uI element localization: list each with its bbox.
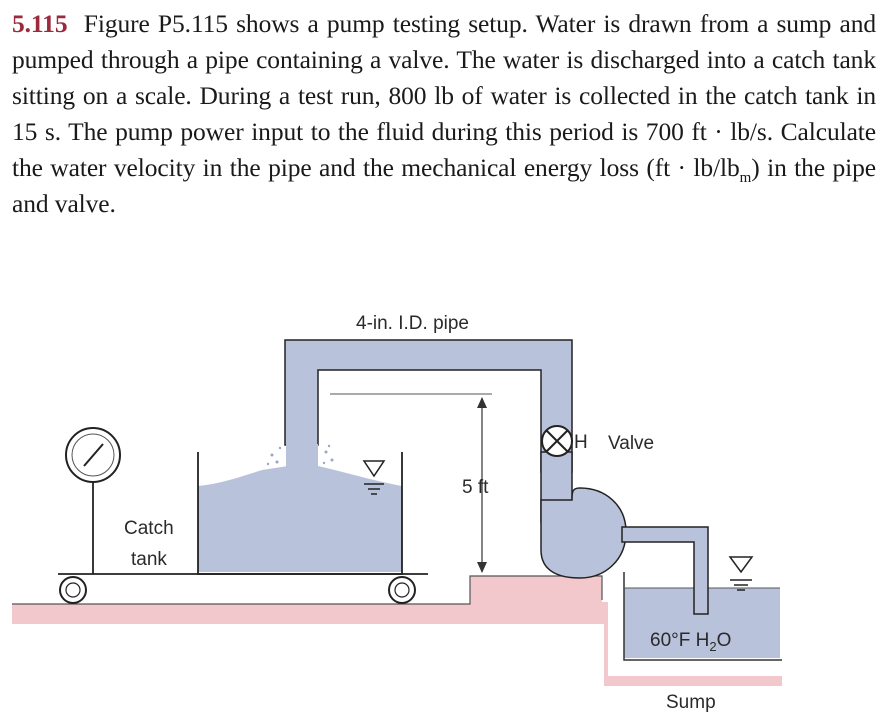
valve-handle: H [574,432,588,453]
height-label: 5 ft [462,477,489,498]
problem-line-5: pump power input to the fluid during thi… [115,117,774,146]
problem-number: 5.115 [12,9,68,38]
floor-line [12,575,603,605]
catch-tank-label-2: tank [131,549,167,570]
scale-wheel-right [388,576,416,604]
problem-line-3: water is discharged into a catch tank si… [12,45,876,110]
problem-line-6: Calculate the water velocity in the pipe… [12,117,877,182]
water-label: 60°F H2O [650,630,731,654]
sump-label: Sump [666,692,716,713]
catch-tank-water [198,466,402,572]
overhead-pipe [284,339,573,473]
scale-wheel-left-hub [65,582,81,598]
pump-casing [540,487,627,579]
sump-wall [623,572,782,661]
height-arrow-bottom [477,562,487,573]
suction-pipe [621,526,709,615]
problem-line-2: from a sump and pumped through a pipe co… [12,9,877,74]
ground [12,576,782,686]
problem-line-4: test run, 800 lb of water is collected i… [12,81,876,146]
scale-wheel-left [59,576,87,604]
problem-line-7a: loss (ft · lb/lb [599,153,740,182]
falling-water [286,444,318,468]
problem-line-7b: ) in the pipe and valve. [12,153,876,218]
problem-line-7-subscript: m [739,170,752,187]
pipe-label: 4-in. I.D. pipe [356,313,469,334]
water-label-sub: 2 [709,639,716,654]
tank-free-surface-icon [362,460,386,495]
problem-statement: 5.115 Figure P5.115 shows a pump testing… [12,6,876,222]
gauge-needle [83,443,104,467]
sump-free-surface-icon [728,556,754,591]
water-label-b: O [717,630,732,651]
height-arrow-top [477,397,487,408]
valve-label: Valve [608,433,654,454]
catch-tank-label-1: Catch [124,518,174,539]
scale-wheel-right-hub [394,582,410,598]
valve-cross-2 [545,429,569,453]
scale-gauge-inner [71,433,115,477]
problem-line-1: Figure P5.115 shows a pump testing setup… [83,9,692,38]
water-splash [266,444,334,466]
water-label-a: 60°F H [650,630,709,651]
